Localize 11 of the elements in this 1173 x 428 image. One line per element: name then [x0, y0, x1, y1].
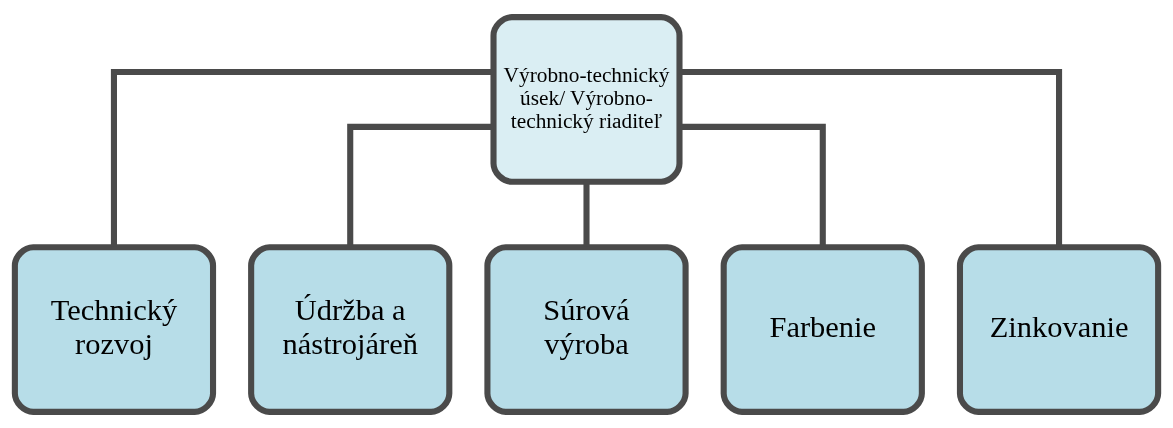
node-box: Farbenie: [720, 243, 925, 415]
node-box: Zinkovanie: [956, 243, 1162, 415]
node-box: Výrobno-technický úsek/ Výrobno-technický riaditeľ: [490, 13, 683, 185]
node-box: Údržba a nástrojáreň: [248, 243, 453, 415]
connector: [347, 123, 494, 247]
connector: [679, 68, 1063, 247]
connector: [110, 68, 494, 247]
node-box: Súrová výroba: [484, 243, 689, 415]
connector: [679, 123, 826, 247]
connector: [583, 181, 590, 247]
node-box: Technický rozvoj: [11, 243, 217, 415]
